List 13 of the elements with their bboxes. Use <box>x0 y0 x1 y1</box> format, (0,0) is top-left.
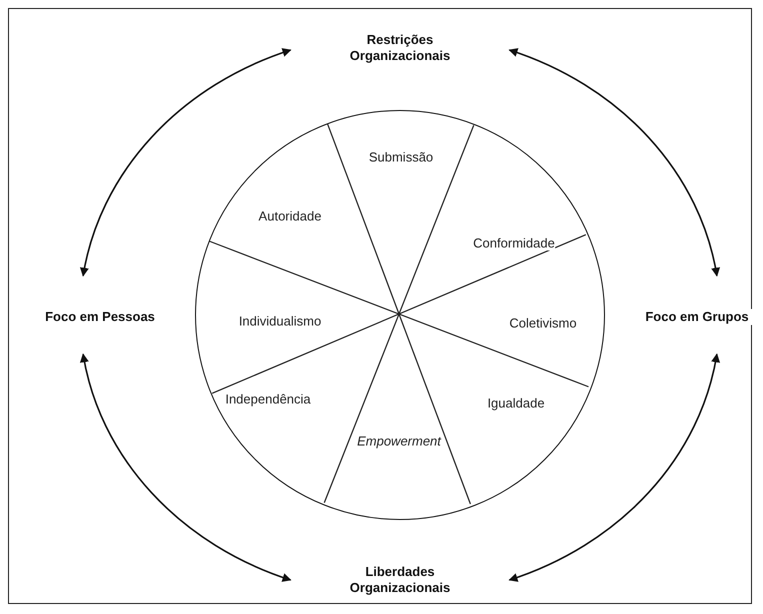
curved-double-arrow <box>80 48 292 277</box>
curved-double-arrow <box>80 353 292 582</box>
curved-double-arrow <box>508 353 720 582</box>
sector-label: Conformidade <box>473 236 555 250</box>
segmented-circle <box>195 110 605 520</box>
sector-label: Coletivismo <box>509 316 577 330</box>
sector-label: Individualismo <box>238 314 322 328</box>
sector-label: Empowerment <box>357 434 441 448</box>
sector-label: Igualdade <box>487 396 545 410</box>
curved-double-arrow <box>508 48 720 277</box>
sector-label: Autoridade <box>258 208 322 224</box>
sector-label: Submissão <box>368 150 434 164</box>
sector-label: Independência <box>225 392 311 406</box>
